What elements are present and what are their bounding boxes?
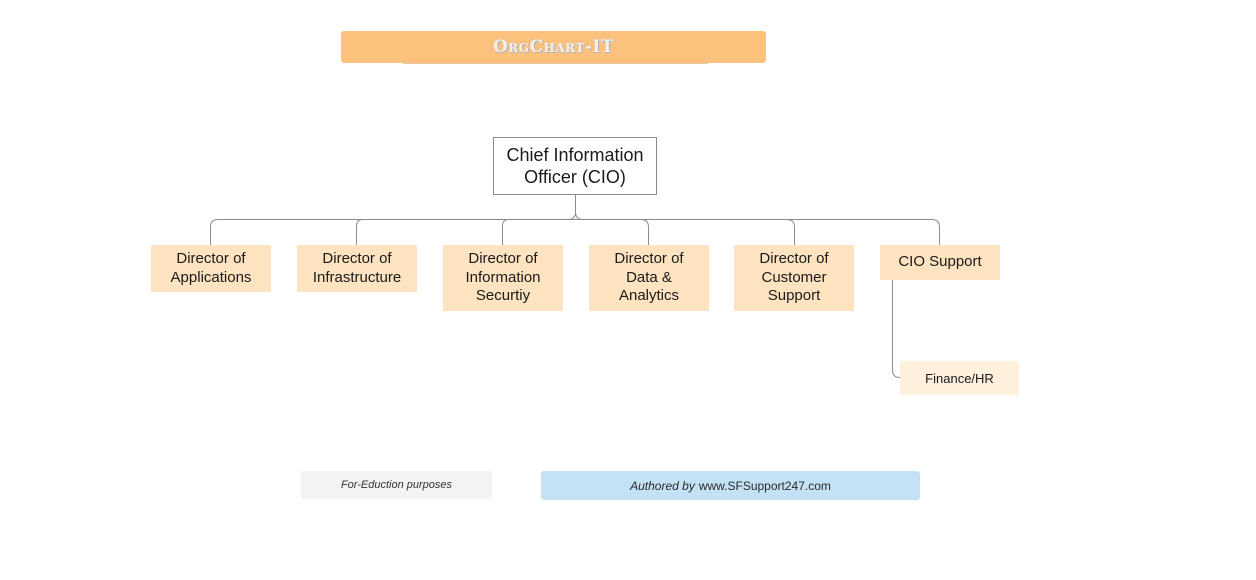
- node-finance-hr-label: Finance/HR: [925, 370, 994, 386]
- node-director-applications-label: Director of Applications: [170, 250, 252, 286]
- connector-root-trunk-right: [575, 211, 584, 220]
- node-director-infrastructure-label: Director of Infrastructure: [312, 250, 402, 286]
- education-note-text: For-Eduction purposes: [340, 479, 453, 491]
- node-director-applications[interactable]: Director of Applications: [151, 245, 271, 292]
- node-cio-support-label: CIO Support: [898, 253, 982, 271]
- node-cio[interactable]: Chief Information Officer (CIO): [493, 137, 657, 195]
- education-note: For-Eduction purposes: [301, 471, 492, 499]
- chart-title-banner: OrgChart-IT: [341, 31, 766, 63]
- node-director-data-analytics[interactable]: Director of Data & Analytics: [589, 245, 709, 311]
- node-director-infrastructure[interactable]: Director of Infrastructure: [297, 245, 417, 292]
- author-site-link[interactable]: www.SFSupport247.com: [698, 478, 831, 493]
- node-director-data-analytics-label: Director of Data & Analytics: [614, 250, 684, 305]
- connector-to-infrastructure: [356, 219, 364, 245]
- author-prefix: Authored by: [630, 478, 695, 493]
- connector-to-cio-support: [931, 219, 940, 245]
- node-finance-hr[interactable]: Finance/HR: [900, 361, 1019, 395]
- node-director-information-security[interactable]: Director of Information Securtiy: [443, 245, 563, 311]
- chart-title: OrgChart-IT: [492, 37, 615, 57]
- node-cio-support[interactable]: CIO Support: [880, 245, 1000, 280]
- node-director-information-security-label: Director of Information Securtiy: [465, 250, 541, 305]
- author-credit: Authored by www.SFSupport247.com: [541, 471, 920, 500]
- connector-to-customer: [786, 219, 795, 245]
- node-cio-label: Chief Information Officer (CIO): [506, 145, 644, 187]
- connector-to-finance-hr: [892, 280, 901, 378]
- node-director-customer-support[interactable]: Director of Customer Support: [734, 245, 854, 311]
- title-underline: [403, 63, 708, 64]
- connector-to-data: [640, 219, 649, 245]
- node-director-customer-support-label: Director of Customer Support: [759, 250, 829, 305]
- connector-to-security: [502, 219, 510, 245]
- connector-to-applications: [210, 219, 219, 245]
- connector-root-trunk: [567, 195, 576, 220]
